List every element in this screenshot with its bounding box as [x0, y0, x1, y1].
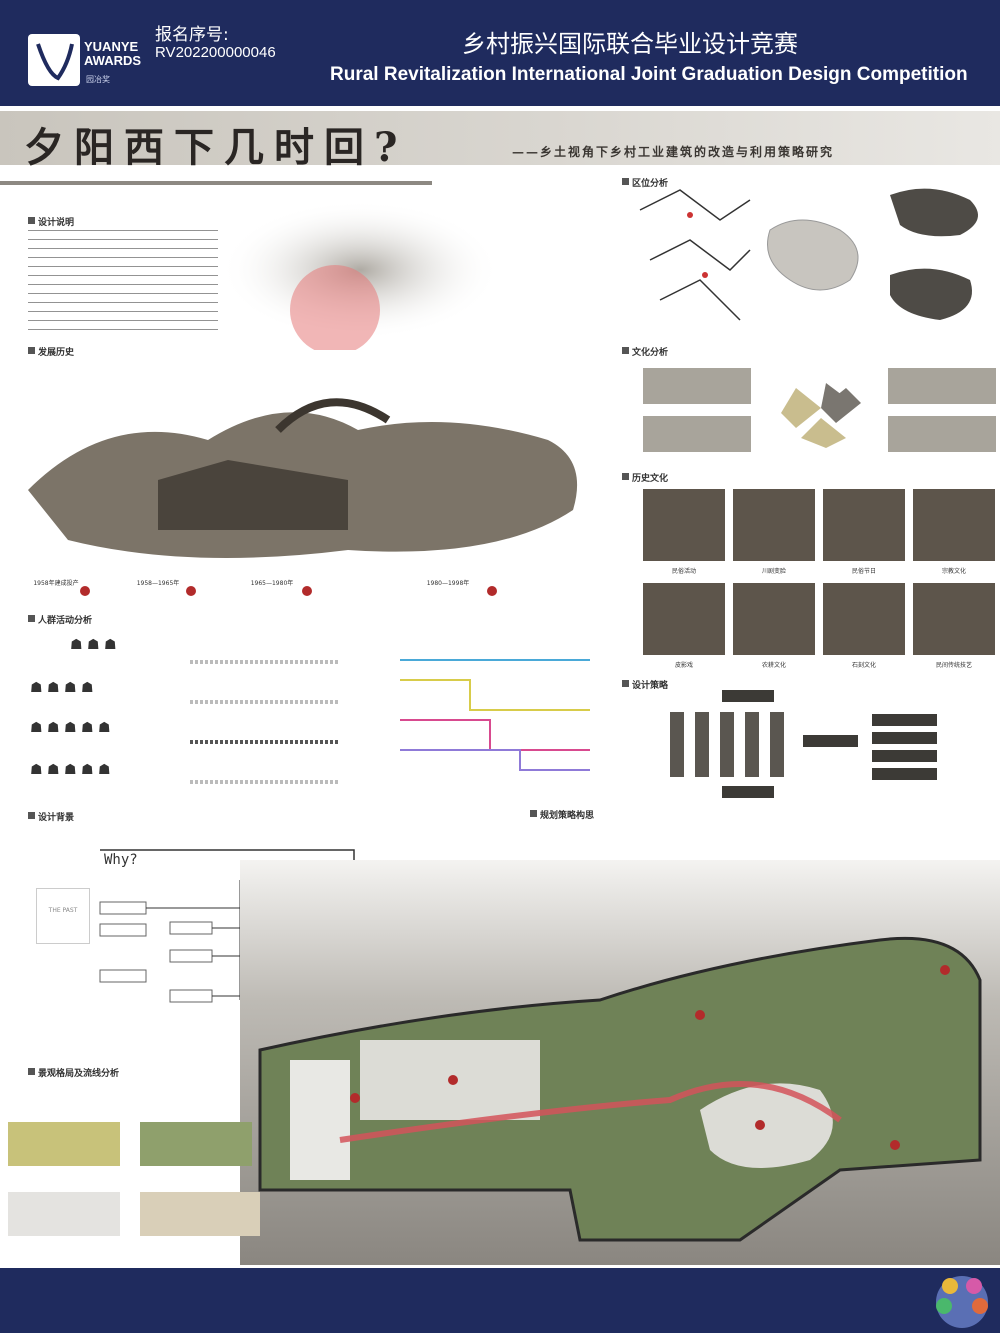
timeline-label: 1958—1965年 — [136, 580, 180, 587]
culture-photo — [733, 583, 815, 655]
poster-main-title: 夕阳西下几时回? — [24, 124, 408, 171]
intro-text-block — [28, 230, 218, 330]
person-icon: ☗ ☗ ☗ ☗ — [30, 680, 94, 696]
timeline-marker — [302, 586, 312, 596]
section-strategy-heading: 设计策略 — [622, 678, 668, 691]
timeline-label: 1965—1980年 — [250, 580, 294, 587]
timeline-label: 1958年建成投产 — [33, 580, 79, 587]
culture-photo — [913, 489, 995, 561]
person-icon: ☗ ☗ ☗ ☗ ☗ — [30, 762, 111, 778]
timeline-marker — [80, 586, 90, 596]
footer-bar — [0, 1268, 1000, 1333]
site-plan-drawing — [258, 936, 982, 1242]
section-history-heading: 发展历史 — [28, 345, 74, 358]
section-culture2-heading: 历史文化 — [622, 471, 668, 484]
section-analysis-heading: 景观格局及流线分析 — [28, 1066, 119, 1079]
location-maps — [639, 188, 978, 321]
culture-caption: 川剧变脸 — [761, 568, 786, 575]
culture-photo — [733, 489, 815, 561]
culture-photo — [643, 489, 725, 561]
culture-photo — [823, 489, 905, 561]
culture-caption: 民间传统技艺 — [935, 662, 972, 669]
competition-title-en: Rural Revitalization International Joint… — [330, 64, 968, 85]
culture-caption: 石刻文化 — [851, 662, 876, 669]
culture-caption: 民俗节日 — [851, 568, 876, 575]
culture-photo — [913, 583, 995, 655]
timeline-marker — [186, 586, 196, 596]
logo-brand-text: YUANYE AWARDS — [84, 39, 142, 68]
section-concept-heading: 规划策略构思 — [530, 808, 594, 821]
poster-title-banner: 夕阳西下几时回? ——乡土视角下乡村工业建筑的改造与利用策略研究 — [0, 111, 1000, 171]
history-panorama — [28, 398, 578, 558]
why-heading: Why? — [104, 852, 138, 868]
culture-photo — [643, 583, 725, 655]
section-activities-heading: 人群活动分析 — [28, 613, 92, 626]
logo-sub-text: 园冶奖 — [86, 75, 110, 84]
past-label: THE PAST — [36, 888, 90, 944]
section-intro-heading: 设计说明 — [28, 215, 74, 228]
section-location-heading: 区位分析 — [622, 176, 668, 189]
header-bar: YUANYE AWARDS 园冶奖 报名序号: RV202200000046 乡… — [0, 0, 1000, 106]
section-background-heading: 设计背景 — [28, 810, 74, 823]
activity-flow-diagram — [400, 659, 590, 771]
registration-label: 报名序号: — [155, 25, 229, 45]
person-icon: ☗ ☗ ☗ ☗ ☗ — [30, 720, 111, 736]
hero-ink-illustration — [220, 200, 500, 350]
registration-number: RV202200000046 — [155, 44, 276, 61]
culture-text-box — [643, 416, 751, 452]
competition-title-cn: 乡村振兴国际联合毕业设计竞赛 — [462, 30, 798, 58]
culture-photo — [823, 583, 905, 655]
logo-mark — [28, 34, 80, 86]
culture-text-box — [888, 368, 996, 404]
culture-text-box — [888, 416, 996, 452]
timeline-marker — [487, 586, 497, 596]
person-icon: ☗ ☗ ☗ — [70, 637, 117, 653]
yuanye-awards-logo: YUANYE AWARDS 园冶奖 — [28, 34, 142, 86]
culture-caption: 农耕文化 — [761, 662, 786, 669]
culture-caption: 皮影戏 — [674, 662, 693, 669]
culture-knot-graphic — [781, 383, 861, 448]
culture-text-box — [643, 368, 751, 404]
logo-glyph-icon — [36, 43, 74, 81]
banner-underline — [0, 181, 432, 185]
poster-subtitle: ——乡土视角下乡村工业建筑的改造与利用策略研究 — [512, 145, 835, 159]
competition-badge-icon — [936, 1276, 988, 1328]
culture-caption: 民俗活动 — [671, 568, 696, 575]
section-culture-heading: 文化分析 — [622, 345, 668, 358]
culture-caption: 宗教文化 — [941, 568, 966, 575]
timeline-label: 1980—1998年 — [426, 580, 470, 587]
master-plan — [240, 860, 1000, 1265]
